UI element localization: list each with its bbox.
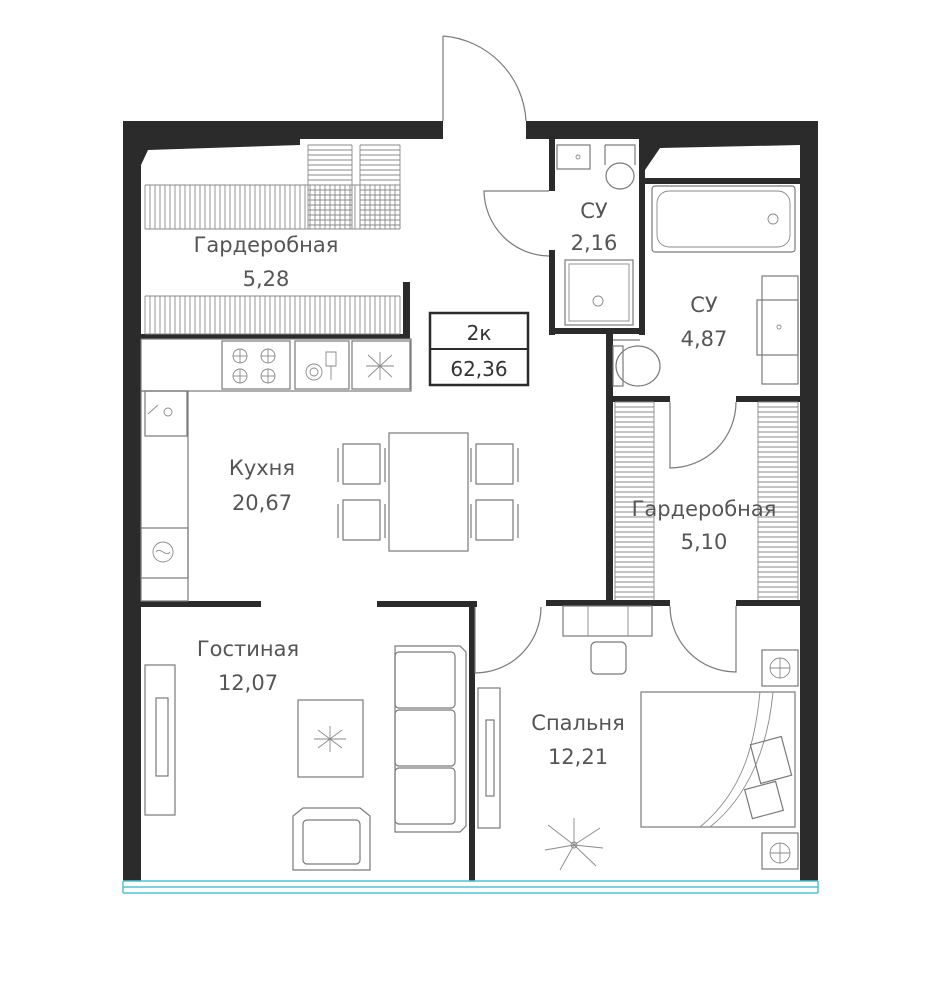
bathroom-fixtures: [612, 185, 799, 387]
bedroom-furniture: [477, 605, 799, 871]
wall-wardrobe-top-bottom: [141, 334, 410, 339]
exterior-walls: [123, 121, 818, 881]
wall-wc-left-upper: [549, 139, 555, 191]
wall-top-right: [526, 121, 818, 139]
bedroom-area: 12,21: [548, 745, 608, 769]
bathroom-large-area: 4,87: [681, 327, 728, 351]
kitchen-counter-top: [140, 338, 412, 392]
dining-set: [337, 432, 519, 552]
tv-screen: [155, 697, 169, 777]
tv-cabinet: [144, 664, 176, 816]
kitchen-name: Кухня: [229, 456, 295, 480]
wall-bath-left: [606, 332, 613, 602]
nightstand-bottom: [761, 832, 799, 870]
wall-wc-bottom: [549, 328, 641, 334]
wall-bath-bottom-right: [736, 396, 800, 402]
bedroom-plant-icon: [544, 818, 604, 871]
wardrobe-top-shelves: [144, 144, 401, 335]
apartment-badge: 2к 62,36: [428, 311, 530, 387]
wall-top-left: [123, 121, 443, 139]
wall-bath-top: [645, 178, 800, 184]
shower-tray: [564, 259, 634, 326]
living-room-area: 12,07: [218, 671, 278, 695]
wall-kitchen-living-left: [141, 601, 261, 607]
stove: [221, 340, 291, 390]
bathtub: [651, 185, 796, 253]
living-room-name: Гостиная: [197, 637, 299, 661]
bathroom-large-name: СУ: [690, 293, 718, 317]
wardrobe-top-area: 5,28: [243, 267, 290, 291]
pillow-1: [749, 735, 793, 785]
wall-right: [800, 121, 818, 881]
bedroom-wardrobe-door: [669, 605, 737, 673]
doors: [442, 35, 737, 674]
bedroom-desk: [562, 605, 653, 637]
bathroom-small-area: 2,16: [571, 231, 618, 255]
stove-burners: [232, 348, 276, 384]
armchair: [292, 807, 371, 871]
nightstand-top: [761, 649, 799, 687]
kitchen-sink-unit: [294, 340, 350, 390]
bathroom-toilet: [615, 345, 661, 387]
wall-bedroom-top-right: [736, 600, 800, 606]
shower-drain: [592, 295, 604, 307]
wall-wc-left-lower: [549, 250, 555, 335]
apartment-total-area: 62,36: [450, 357, 507, 381]
kitchen-hood: [351, 340, 411, 390]
wall-corner-top-left: [141, 139, 300, 165]
bedroom-chair: [590, 641, 627, 675]
wall-left: [123, 121, 141, 881]
wc-sink: [556, 144, 591, 170]
kitchen-area: 20,67: [232, 491, 292, 515]
kitchen-sink: [144, 390, 188, 437]
dining-table: [388, 432, 469, 552]
interior-walls: [141, 139, 800, 881]
sofa: [394, 645, 467, 833]
dishwasher: [140, 527, 189, 579]
wc-toilet-bowl: [605, 162, 635, 190]
bathroom-cabinet: [761, 275, 799, 385]
bathroom-small-name: СУ: [580, 199, 608, 223]
wc-fixtures: [556, 144, 636, 326]
wall-corner-top-right: [645, 139, 800, 170]
bathroom-sink: [756, 299, 799, 356]
bedroom-tv-screen: [485, 719, 495, 797]
coffee-table: [297, 699, 364, 778]
apartment-type-label: 2к: [467, 321, 492, 345]
hood-star-icon: [366, 352, 394, 380]
dining-chairs: [337, 443, 519, 541]
bed: [640, 691, 796, 828]
living-furniture: [144, 645, 467, 871]
wall-wardrobe-top-right: [403, 282, 410, 337]
wardrobe-right-shelves: [614, 401, 799, 600]
wall-wc-right: [639, 139, 645, 335]
kitchen-fixtures: [140, 338, 412, 602]
window-bottom: [122, 880, 819, 894]
entrance-door: [442, 35, 527, 122]
wardrobe-right-door: [669, 401, 737, 469]
room-labels: Гардеробная 5,28 СУ 2,16 СУ 4,87 Кухня 2…: [194, 199, 777, 769]
wc-toilet-tank: [604, 144, 636, 165]
wall-kitchen-living-right: [377, 601, 477, 607]
plant-icon: [314, 726, 346, 752]
wall-bedroom-top-left: [546, 600, 670, 606]
bedroom-tv-cabinet: [477, 687, 501, 829]
wall-bath-bottom-left: [606, 396, 670, 402]
wardrobe-top-name: Гардеробная: [194, 233, 339, 257]
wall-living-bedroom: [469, 601, 475, 881]
wardrobe-right-name: Гардеробная: [632, 497, 777, 521]
wc-door: [483, 190, 550, 257]
kitchen-counter-left: [140, 390, 189, 602]
bedroom-door: [474, 606, 542, 674]
bedroom-name: Спальня: [531, 711, 624, 735]
wardrobe-right-area: 5,10: [681, 530, 728, 554]
pillow-2: [743, 780, 785, 820]
